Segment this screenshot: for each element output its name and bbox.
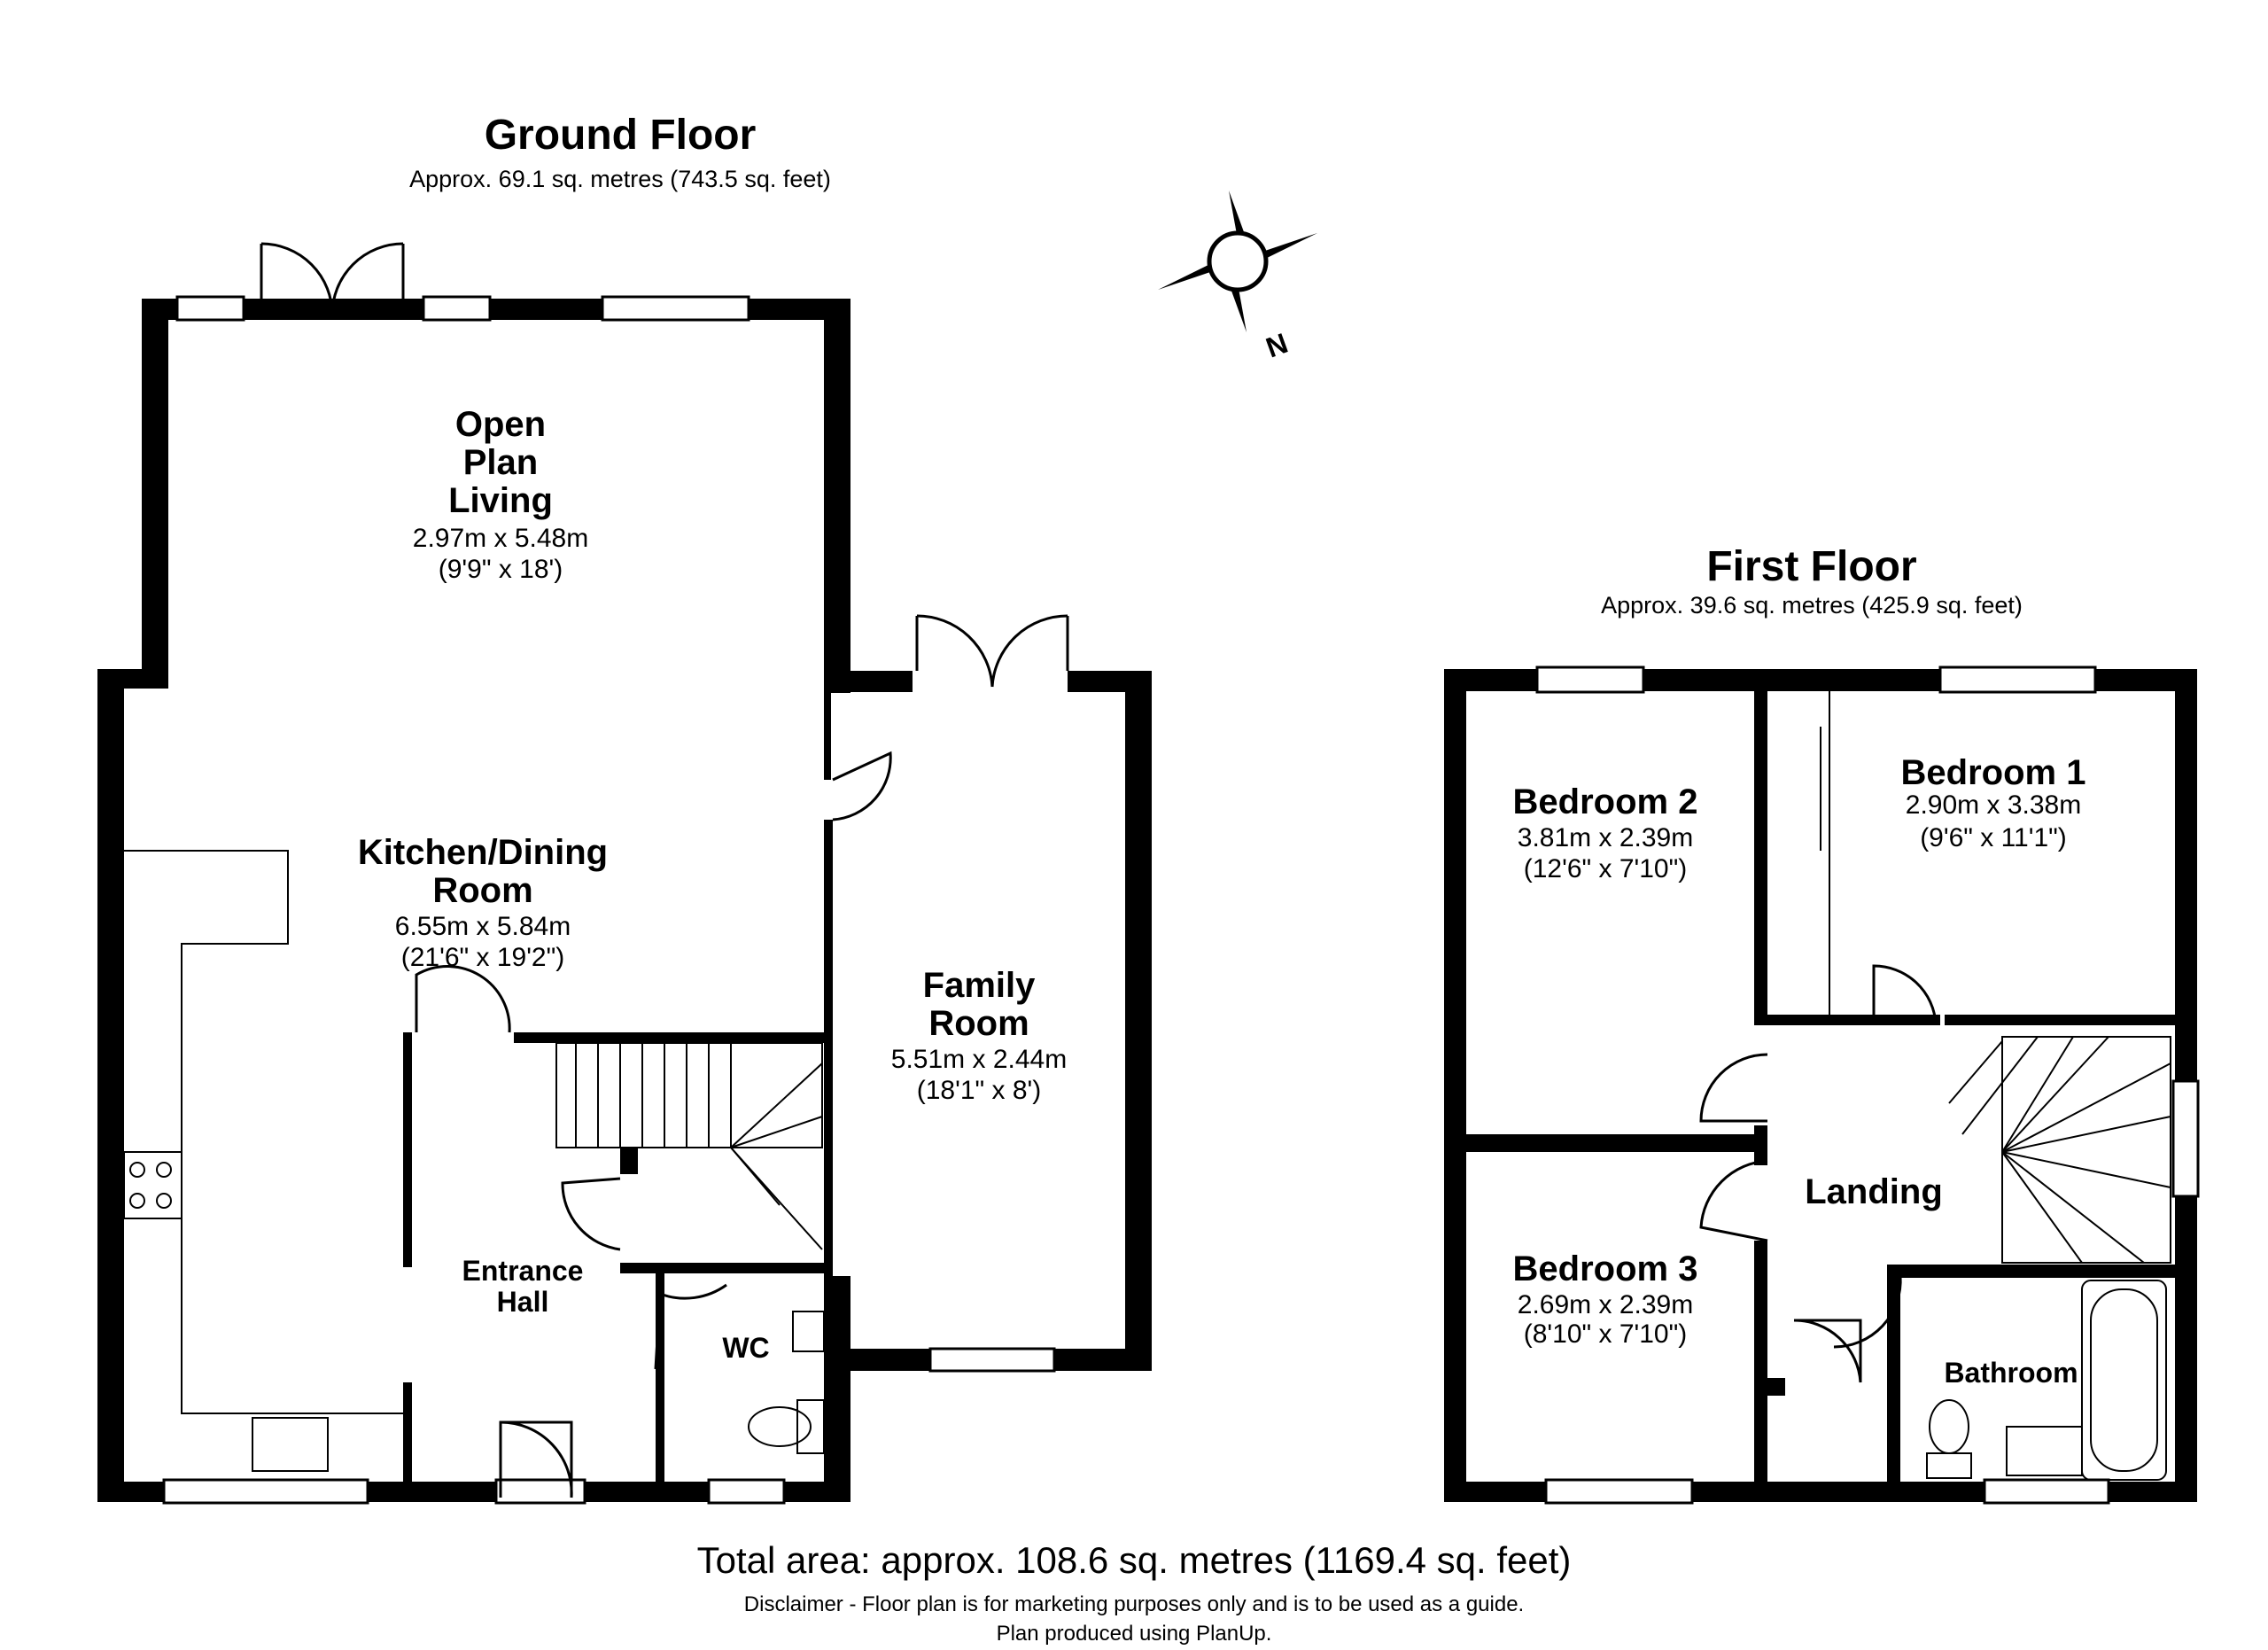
door-swing [499,1420,573,1498]
room-name: Living [448,481,553,520]
first-floor-area: Approx. 39.6 sq. metres (425.9 sq. feet) [1601,592,2023,619]
french-doors [915,614,1069,688]
french-doors [260,242,405,315]
window [175,295,245,322]
wardrobe [1820,691,1830,1015]
wc-fixtures [748,1311,825,1454]
compass-rose-icon [1158,191,1317,332]
disclaimer: Disclaimer - Floor plan is for marketing… [744,1592,1524,1616]
window [707,1478,786,1505]
staircase [1948,1036,2171,1264]
room-name: Family [923,966,1036,1005]
room-name: Room [928,1004,1029,1043]
first-floor-title: First Floor [1706,543,1916,590]
window [162,1478,369,1505]
window [1535,665,1645,694]
window [928,1347,1056,1373]
room-dimensions-imperial: (12'6" x 7'10") [1524,854,1688,883]
room-name: Landing [1805,1172,1943,1211]
room-name: Bedroom 2 [1513,782,1698,821]
bathroom-fixtures [1926,1280,2167,1481]
room-dimensions: 2.97m x 5.48m [413,524,588,553]
room-name: Entrance [462,1255,584,1287]
compass-north-label: N [1262,327,1292,364]
door-swing [500,1420,573,1498]
room-name: Open [455,405,546,444]
door-swing [654,1283,727,1370]
door-swing [1793,1319,1862,1383]
total-area: Total area: approx. 108.6 sq. metres (11… [697,1539,1572,1581]
window [1544,1478,1694,1505]
room-dimensions: 2.90m x 3.38m [1906,790,2081,820]
door-swing [832,751,892,821]
room-dimensions-imperial: (9'6" x 11'1") [1920,823,2067,852]
room-dimensions: 3.81m x 2.39m [1518,823,1693,852]
ground-floor-plan [97,242,1152,1505]
ground-floor-area: Approx. 69.1 sq. metres (743.5 sq. feet) [409,166,831,192]
door-swing [1872,964,1938,1024]
room-dimensions-imperial: (18'1" x 8') [917,1076,1042,1105]
first-floor-plan [1444,665,2200,1505]
window [422,295,492,322]
window [1983,1478,2110,1505]
room-dimensions-imperial: (9'9" x 18') [439,555,563,584]
staircase [555,1042,823,1250]
window [2171,1079,2200,1198]
room-dimensions: 5.51m x 2.44m [891,1045,1067,1074]
room-name: Bathroom [1944,1357,2078,1389]
door-swing [561,1177,621,1251]
room-name: Bedroom 3 [1513,1249,1698,1288]
ground-floor-title: Ground Floor [485,112,757,159]
room-dimensions-imperial: (8'10" x 7'10") [1524,1319,1688,1349]
door-swing [415,965,511,1033]
room-name: Hall [497,1286,549,1318]
room-name: Kitchen/Dining [358,833,608,872]
room-dimensions-imperial: (21'6" x 19'2") [401,943,565,972]
kitchen-worktop [123,850,403,1472]
door-swing [1699,1053,1768,1123]
window [1938,665,2097,694]
window [601,295,750,322]
room-name: Bedroom 1 [1901,753,2086,792]
room-dimensions: 6.55m x 5.84m [395,912,571,941]
door-swing [1699,1159,1768,1242]
disclaimer-credit: Plan produced using PlanUp. [997,1622,1272,1646]
room-name: Plan [463,443,538,482]
room-name: Room [432,871,532,910]
room-name: WC [722,1332,769,1364]
room-dimensions: 2.69m x 2.39m [1518,1290,1693,1319]
